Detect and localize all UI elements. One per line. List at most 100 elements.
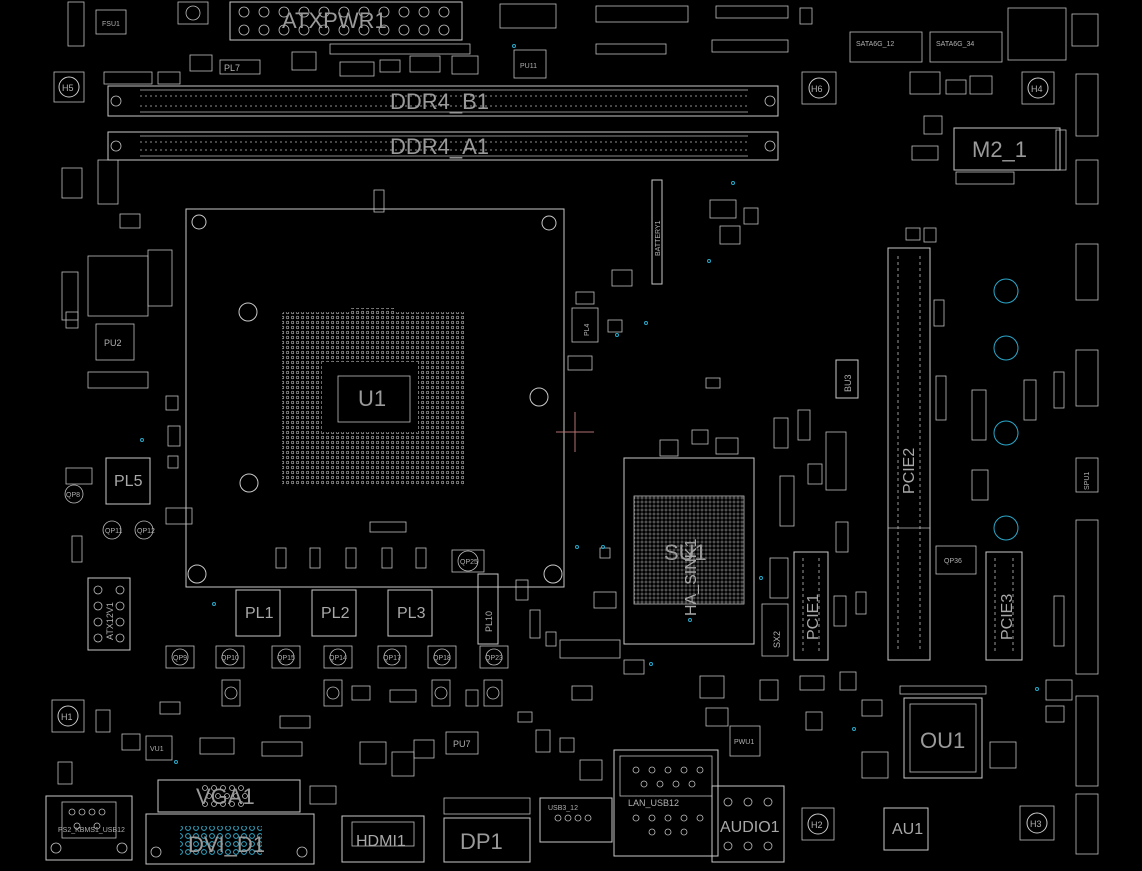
pl1-label: PL1 — [245, 605, 274, 622]
atx12v1-connector[interactable]: ATX12V1 — [87, 577, 131, 651]
vu1-chip: VU1 — [145, 735, 173, 761]
qp15-label: QP15 — [277, 655, 295, 662]
mosfet-qp36: QP36 — [935, 545, 977, 575]
dp1-label: DP1 — [460, 829, 503, 854]
mosfet-qp25: QP25 — [451, 549, 485, 573]
h5-label: H5 — [62, 83, 74, 93]
ou1-label: OU1 — [920, 728, 965, 753]
socket-caps — [275, 521, 427, 569]
qp17-label: QP17 — [383, 655, 401, 662]
mounting-hole-h1: H1 — [51, 699, 85, 733]
sx2-part: SX2 — [761, 603, 789, 657]
lan-usb-port[interactable]: LAN_USB12 — [613, 749, 719, 857]
au1-chip: AU1 — [883, 807, 929, 851]
vias — [140, 44, 1039, 764]
pcie2-slot[interactable]: PCIE2 — [887, 247, 931, 661]
vu1-label: VU1 — [150, 746, 164, 753]
dvi-d1-port[interactable]: DVI_D1 — [145, 813, 315, 865]
pwu1-chip: PWU1 — [729, 725, 761, 757]
vga1-port[interactable]: VGA1 — [157, 779, 301, 813]
ddr4-b1-slot[interactable]: DDR4_B1 — [107, 85, 779, 117]
pcie1-label: PCIE1 — [805, 594, 822, 640]
pcie3-slot[interactable]: PCIE3 — [985, 551, 1023, 661]
pu11-label: PU11 — [520, 63, 537, 70]
ddr4-a1-label: DDR4_A1 — [390, 134, 489, 159]
m2-1-label: M2_1 — [972, 137, 1027, 162]
mounting-hole-h2: H2 — [801, 807, 835, 841]
usb3-label: USB3_12 — [548, 805, 578, 812]
pl10-label: PL10 — [484, 611, 494, 632]
usb3-port[interactable]: USB3_12 — [539, 797, 613, 843]
dp1-port[interactable]: DP1 — [443, 797, 531, 863]
origin-crosshair — [556, 412, 594, 452]
battery1: BATTERY1 — [651, 179, 663, 285]
left-vrm-parts — [61, 159, 193, 563]
atx12v1-label: ATX12V1 — [105, 602, 115, 640]
dvi-d1-label: DVI_D1 — [188, 832, 265, 857]
inductor-pl5: PL5 QP8 QP11 QP12 — [64, 457, 155, 540]
lan-usb-label: LAN_USB12 — [628, 798, 679, 808]
mosfet-row: QP9 QP10 QP15 QP14 QP17 QP18 QP23 — [165, 645, 509, 707]
ps2-label: PS2_KBMS1_USB12 — [58, 827, 125, 834]
inductor-pl10: PL10 — [477, 573, 499, 645]
vga1-label: VGA1 — [196, 784, 255, 809]
audio1-label: AUDIO1 — [720, 819, 780, 836]
pu2-label: PU2 — [104, 338, 122, 348]
sx2-label: SX2 — [772, 631, 782, 648]
top-left-parts — [67, 1, 813, 85]
inductor-pl2: PL2 — [311, 589, 357, 637]
sata-headers[interactable] — [849, 7, 1099, 205]
fsu1-label: FSU1 — [102, 21, 120, 28]
mounting-hole-h3: H3 — [1019, 805, 1055, 841]
inductor-pl1: PL1 — [235, 589, 281, 637]
ou1-chip: OU1 — [899, 685, 987, 779]
ps2-kbms-usb-port[interactable]: PS2_KBMS1_USB12 — [45, 795, 133, 861]
pcie2-label: PCIE2 — [901, 448, 918, 494]
hdmi1-port[interactable]: HDMI1 — [341, 815, 425, 863]
mounting-hole-h4: H4 — [1021, 71, 1055, 105]
atxpwr1-label: ATXPWR1 — [282, 8, 387, 33]
pl3-label: PL3 — [397, 605, 426, 622]
pl4-label: PL4 — [584, 323, 591, 336]
qp23-label: QP23 — [485, 655, 503, 662]
sata-label-2: SATA6G_34 — [936, 41, 974, 48]
pl2-label: PL2 — [321, 605, 350, 622]
cpu-socket-u1[interactable]: U1 — [185, 189, 565, 588]
pl5-label: PL5 — [114, 473, 143, 490]
h2-label: H2 — [811, 820, 823, 830]
mounting-hole-h6: H6 — [801, 71, 837, 105]
au1-label: AU1 — [892, 821, 923, 838]
audio1-jack[interactable]: AUDIO1 — [711, 785, 785, 863]
ddr4-a1-slot[interactable]: DDR4_A1 — [107, 131, 779, 161]
chipset-su1[interactable]: SU1 HA_SINK1 — [623, 457, 755, 645]
qp25-label: QP25 — [460, 559, 478, 566]
qp14-label: QP14 — [329, 655, 347, 662]
h1-label: H1 — [61, 712, 73, 722]
qp12-label: QP12 — [137, 528, 155, 535]
qp11-label: QP11 — [105, 528, 122, 535]
pl4-area: PL4 — [567, 269, 633, 371]
ha-sink1-label: HA_SINK1 — [683, 539, 700, 616]
qp10-label: QP10 — [221, 655, 239, 662]
small-components — [57, 71, 1073, 805]
h6-label: H6 — [811, 84, 823, 94]
pl7-label: PL7 — [224, 63, 240, 73]
h3-label: H3 — [1030, 819, 1042, 829]
inductor-pl3: PL3 — [387, 589, 433, 637]
pwu1-label: PWU1 — [734, 739, 754, 746]
pu7-label: PU7 — [453, 739, 471, 749]
right-edge-headers[interactable] — [1075, 243, 1099, 855]
pcie1-slot[interactable]: PCIE1 — [793, 551, 829, 661]
standoff-holes — [993, 278, 1019, 541]
qp8-label: QP8 — [66, 492, 80, 499]
qp36-label: QP36 — [944, 558, 962, 565]
atxpwr1-connector[interactable]: ATXPWR1 — [229, 1, 463, 41]
qp18-label: QP18 — [433, 655, 451, 662]
u1-label: U1 — [358, 386, 386, 411]
mounting-hole-h5: H5 — [53, 71, 85, 103]
su1-label: SU1 — [664, 540, 707, 565]
m2-1-slot[interactable]: M2_1 — [911, 127, 1061, 185]
bu3-label: BU3 — [843, 374, 853, 392]
hdmi1-label: HDMI1 — [356, 833, 406, 850]
